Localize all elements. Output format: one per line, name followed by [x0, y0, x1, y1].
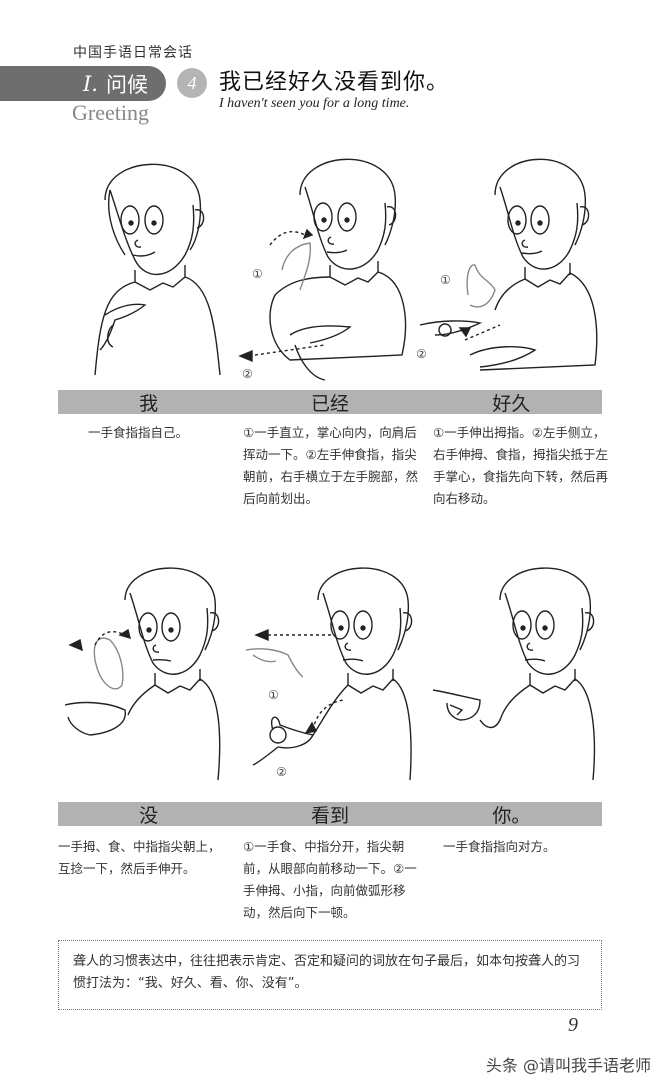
page-number: 9	[568, 1014, 578, 1036]
sign-description: ①一手伸出拇指。②左手侧立，右手伸拇、食指，拇指尖抵于左手掌心，食指先向下转，然…	[433, 425, 609, 506]
sign-description: 一手食指指向对方。	[443, 839, 556, 854]
word-label: 看到	[310, 804, 349, 827]
step-marker-2: ②	[242, 367, 253, 381]
word-label: 好久	[492, 392, 531, 415]
word-label: 已经	[310, 392, 349, 415]
sign-description: ①一手食、中指分开，指尖朝前，从眼部向前移动一下。②一手伸拇、小指，向前做弧形移…	[243, 839, 417, 920]
note-box: 聋人的习惯表达中，往往把表示肯定、否定和疑问的词放在句子最后，如本句按聋人的习惯…	[58, 940, 602, 1010]
chapter-tab: I. 问候	[0, 66, 166, 101]
book-title: 中国手语日常会话	[73, 45, 193, 61]
chapter-title-zh: 问候	[106, 72, 148, 97]
step-marker-1: ①	[252, 267, 263, 281]
chapter-title-en: Greeting	[72, 100, 149, 125]
chapter-roman: I.	[83, 71, 98, 96]
watermark: 头条 @请叫我手语老师	[485, 1056, 651, 1075]
lesson-sentence-zh: 我已经好久没看到你。	[219, 70, 450, 95]
step-marker-2: ②	[416, 347, 427, 361]
word-bar-row-1: 我 已经 好久	[58, 390, 602, 415]
sign-illustration-yijing: ① ②	[230, 145, 420, 385]
sign-description: 一手拇、食、中指指尖朝上，互捻一下，然后手伸开。	[58, 839, 221, 876]
lesson-sentence-en: I haven't seen you for a long time.	[219, 96, 410, 111]
sign-illustration-ni	[425, 555, 610, 785]
step-marker-2: ②	[276, 765, 287, 779]
sign-illustration-kandao: ① ②	[238, 555, 423, 785]
step-marker-1: ①	[268, 688, 279, 702]
sign-illustration-haojiu: ① ②	[410, 145, 605, 385]
step-marker-1: ①	[440, 273, 451, 287]
word-label: 我	[139, 392, 159, 415]
sign-description: ①一手直立，掌心向内，向肩后挥动一下。②左手伸食指，指尖朝前，右手横立于左手腕部…	[243, 425, 419, 506]
sign-illustration-wo	[75, 145, 245, 385]
word-label: 没	[139, 804, 159, 827]
sign-illustration-mei	[60, 555, 235, 785]
sign-description: 一手食指指自己。	[88, 425, 189, 440]
lesson-number-badge: 4	[177, 68, 207, 98]
word-label: 你。	[492, 804, 531, 827]
note-text: 聋人的习惯表达中，往往把表示肯定、否定和疑问的词放在句子最后，如本句按聋人的习惯…	[73, 954, 581, 991]
word-bar-row-2: 没 看到 你。	[58, 802, 602, 827]
